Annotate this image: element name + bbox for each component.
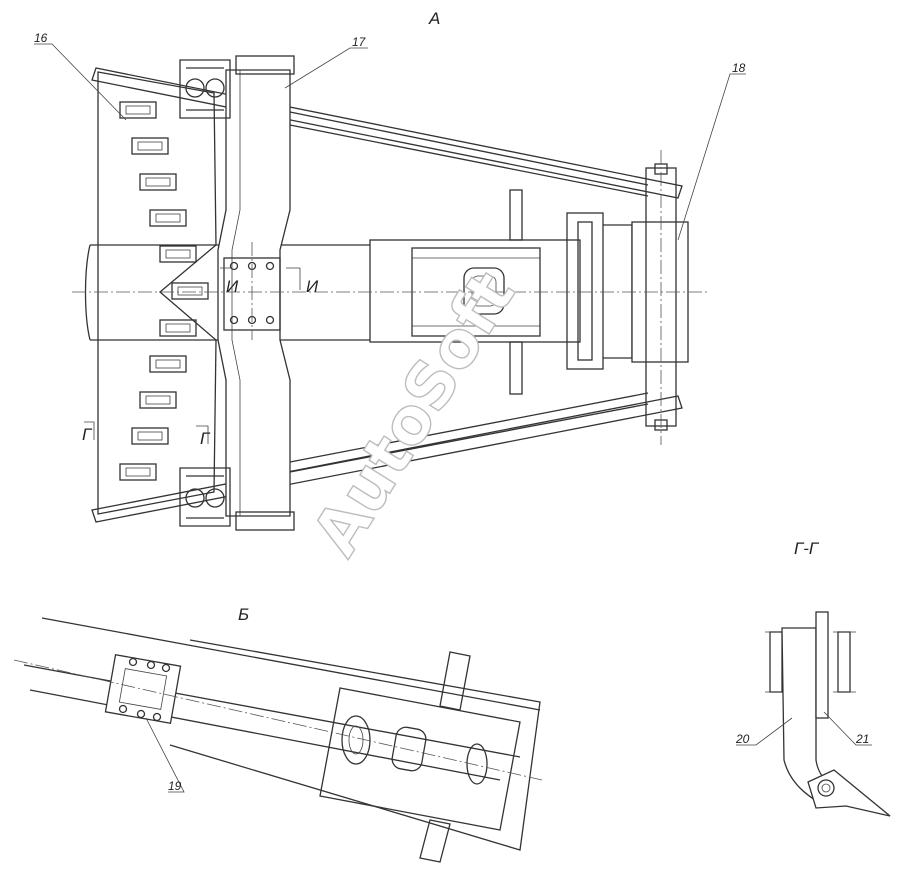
- section-mark-i-left: И: [226, 277, 239, 296]
- view-b-title: Б: [238, 605, 249, 624]
- callout-18: 18: [732, 61, 746, 75]
- callout-20: 20: [735, 732, 750, 746]
- callout-19: 19: [168, 779, 182, 793]
- view-a-title: А: [428, 9, 440, 28]
- watermark: AutoSoft: [299, 259, 530, 568]
- callout-leaders: [34, 43, 872, 793]
- view-b: [13, 617, 543, 863]
- section-mark-g-left: Г: [82, 425, 93, 444]
- plate-bolts: [229, 261, 275, 325]
- callout-17: 17: [352, 35, 367, 49]
- section-g-g: [765, 611, 891, 817]
- side-plate-bolts: [118, 657, 171, 722]
- section-g-title: Г-Г: [794, 539, 820, 558]
- callout-16: 16: [34, 31, 48, 45]
- section-mark-g-right: Г: [200, 429, 211, 448]
- callout-21: 21: [855, 732, 869, 746]
- section-mark-i-right: И: [306, 277, 319, 296]
- blade-teeth: [119, 101, 209, 481]
- view-a: [72, 55, 710, 531]
